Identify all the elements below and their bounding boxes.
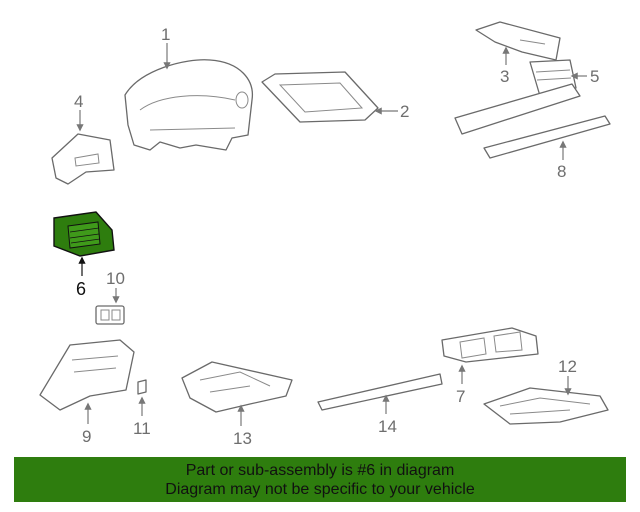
banner-line-1: Part or sub-assembly is #6 in diagram (185, 462, 455, 479)
callout-5: 5 (590, 67, 599, 86)
callout-6: 6 (76, 279, 86, 299)
part-7-center-vents[interactable] (441, 327, 539, 363)
callout-14: 14 (378, 417, 397, 436)
callout-13: 13 (233, 429, 252, 448)
banner-line-2: Diagram may not be specific to your vehi… (165, 481, 475, 498)
callout-7: 7 (456, 387, 465, 406)
part-2-bezel[interactable] (261, 71, 379, 123)
trim-strip-upper[interactable] (454, 83, 581, 135)
part-1-cluster-hood[interactable] (124, 59, 253, 151)
part-9-lower-panel[interactable] (39, 339, 135, 411)
part-10-switch[interactable] (95, 305, 125, 325)
callout-8: 8 (557, 162, 566, 181)
part-3-upper-trim[interactable] (475, 21, 561, 61)
part-13-bracket[interactable] (181, 361, 293, 413)
callout-10: 10 (106, 269, 125, 288)
parts-diagram: 1 2 3 5 8 4 6 10 (39, 21, 611, 448)
callout-2: 2 (400, 102, 409, 121)
part-4-side-panel[interactable] (51, 133, 115, 185)
part-14-strip[interactable] (317, 373, 443, 411)
part-6-vent-highlighted[interactable] (53, 211, 115, 257)
callout-3: 3 (500, 67, 509, 86)
part-11-clip[interactable] (137, 379, 147, 395)
part-12-tray[interactable] (483, 387, 609, 425)
callout-1: 1 (161, 25, 170, 44)
callout-9: 9 (82, 427, 91, 446)
part-8-trim-strip[interactable] (483, 115, 611, 159)
callout-11: 11 (133, 419, 151, 438)
callout-4: 4 (74, 92, 83, 111)
info-banner: Part or sub-assembly is #6 in diagram Di… (14, 457, 626, 502)
callout-12: 12 (558, 357, 577, 376)
